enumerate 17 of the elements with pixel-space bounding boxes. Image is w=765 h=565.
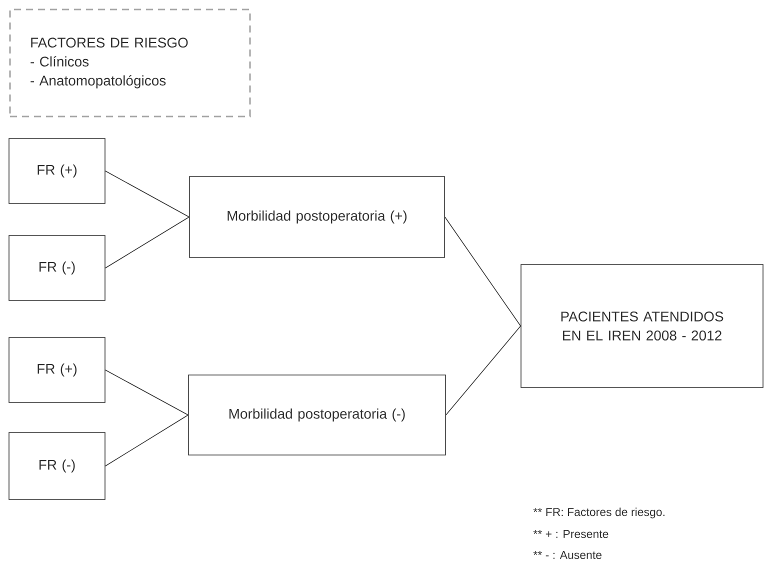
connector-line	[105, 414, 188, 466]
note-text: ** - : Ausente	[533, 551, 602, 560]
connector-line	[446, 326, 521, 416]
connector-line	[444, 216, 521, 326]
connector-line	[105, 216, 190, 268]
process-box: Morbilidad postoperatoria (-)	[188, 374, 446, 456]
process-box: PACIENTES ATENDIDOS EN EL IREN 2008 - 2012	[520, 264, 764, 388]
process-box: Morbilidad postoperatoria (+)	[189, 176, 445, 258]
process-box: FR (-)	[8, 432, 106, 500]
dashed-note-box: FACTORES DE RIESGO - Clínicos - Anatomopatológicos	[9, 8, 251, 118]
process-box: FR (+)	[8, 138, 106, 204]
note-text: ** FR: Factores de riesgo.	[533, 508, 664, 518]
process-box: FR (+)	[8, 337, 106, 403]
note-text: ** + : Presente	[533, 530, 608, 538]
connector-line	[105, 170, 190, 218]
connector-line	[105, 370, 188, 416]
process-box: FR (-)	[8, 235, 106, 301]
